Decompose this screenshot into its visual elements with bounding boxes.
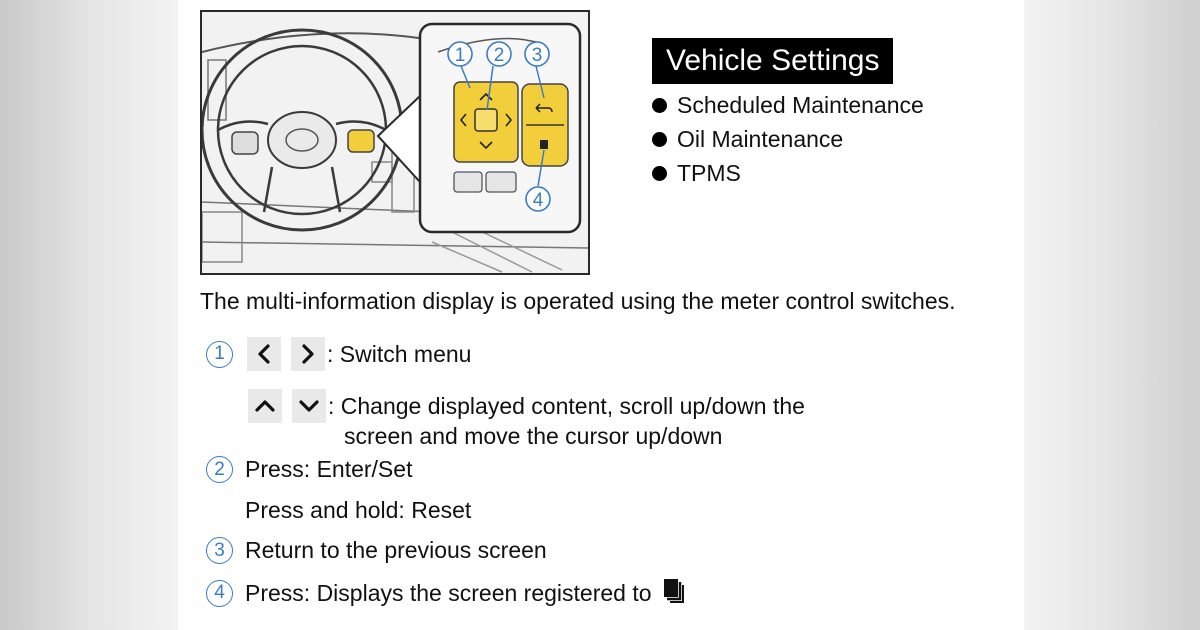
instruction-text: Press: Displays the screen registered to: [245, 579, 652, 606]
instruction-4: 4 Press: Displays the screen registered …: [206, 577, 686, 609]
list-item: Scheduled Maintenance: [652, 88, 924, 122]
enter-button-icon: [474, 108, 498, 132]
instruction-1b: : Change displayed content, scroll up/do…: [248, 389, 805, 423]
up-arrow-icon: [479, 92, 493, 101]
callout-1: 1: [455, 45, 466, 66]
callout-3: 3: [532, 45, 543, 66]
intro-text: The multi-information display is operate…: [200, 288, 956, 314]
instruction-text: Press: Enter/Set: [245, 456, 413, 482]
down-arrow-icon: [292, 389, 326, 423]
number-badge: 1: [206, 340, 233, 368]
bullet-icon: [652, 97, 667, 113]
callout-4: 4: [533, 190, 544, 211]
instruction-text: : Change displayed content, scroll up/do…: [328, 392, 805, 419]
list-item-label: Oil Maintenance: [677, 125, 844, 152]
steering-wheel-illustration: 1 2 3 4: [200, 10, 590, 275]
instruction-text: Return to the previous screen: [245, 537, 547, 563]
list-item-label: Scheduled Maintenance: [677, 91, 924, 118]
list-item-label: TPMS: [677, 159, 741, 186]
right-arrow-icon: [291, 337, 325, 371]
number-badge: 3: [206, 537, 233, 564]
callout-2: 2: [494, 45, 505, 66]
bullet-icon: [652, 131, 667, 147]
right-arrow-icon: [505, 113, 513, 127]
instruction-2b-text: Press and hold: Reset: [245, 497, 472, 523]
vehicle-settings-title: Vehicle Settings: [652, 38, 894, 84]
back-arrow-icon: [535, 103, 553, 113]
up-arrow-icon: [248, 389, 282, 423]
steering-wheel-drawing: 1 2 3 4: [202, 12, 588, 273]
instruction-text: : Switch menu: [327, 340, 472, 367]
favorite-screen-icon: [540, 140, 548, 149]
vehicle-settings-list: Scheduled Maintenance Oil Maintenance TP…: [652, 88, 924, 190]
left-arrow-icon: [247, 337, 281, 371]
instruction-2: 2 Press: Enter/Set: [206, 456, 412, 483]
number-badge: 2: [206, 456, 233, 483]
list-item: Oil Maintenance: [652, 122, 924, 156]
instruction-1: 1 : Switch menu: [206, 337, 471, 371]
left-arrow-icon: [459, 113, 467, 127]
manual-page: 1 2 3 4 Vehicle Settings Scheduled Maint…: [178, 0, 1024, 630]
favorite-screen-icon: [662, 577, 686, 609]
instruction-text-continued: screen and move the cursor up/down: [344, 423, 723, 449]
list-item: TPMS: [652, 156, 924, 190]
down-arrow-icon: [479, 141, 493, 150]
bullet-icon: [652, 165, 667, 181]
number-badge: 4: [206, 579, 233, 607]
instruction-3: 3 Return to the previous screen: [206, 537, 547, 564]
